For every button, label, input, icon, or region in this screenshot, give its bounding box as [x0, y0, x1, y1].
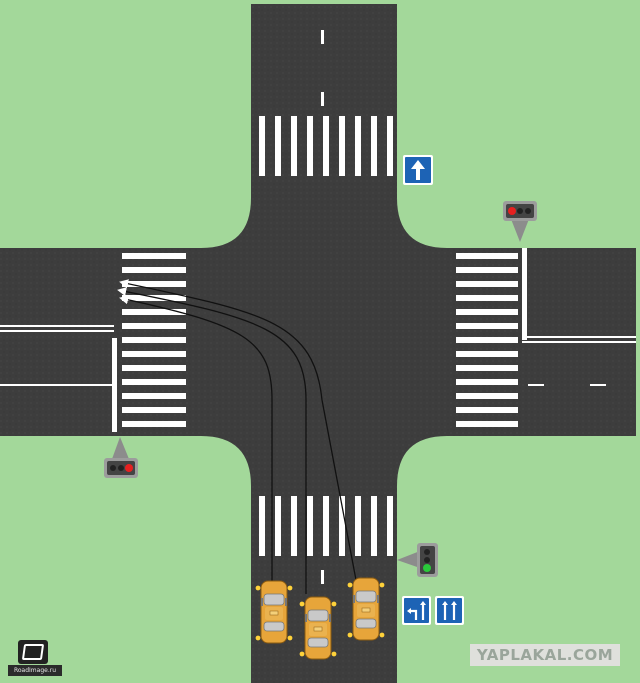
- path-middle: [117, 287, 307, 594]
- lane-left-straight-sign: [402, 596, 431, 625]
- taxi-left: [255, 580, 293, 644]
- arrow-up-icon: [411, 160, 425, 180]
- logo-text: RoadImage.ru: [8, 665, 62, 676]
- crosswalk-east: [456, 253, 518, 427]
- lane-left-straight-icon: [409, 604, 425, 620]
- turn-paths: [117, 279, 357, 594]
- watermark: YAPLAKAL.COM: [470, 644, 620, 666]
- green-light-icon: [423, 564, 431, 572]
- red-light-icon: [508, 207, 516, 215]
- lane-straight-straight-sign: [435, 596, 464, 625]
- east-signal: [503, 201, 537, 242]
- logo-mark-icon: [18, 640, 48, 664]
- crosswalk-north: [259, 116, 393, 176]
- west-signal: [104, 437, 138, 478]
- taxi-right: [347, 577, 385, 641]
- lane-markings: [0, 30, 636, 584]
- path-right: [119, 279, 357, 581]
- red-light-icon: [125, 464, 133, 472]
- roadimage-logo: RoadImage.ru: [8, 640, 62, 678]
- taxi-middle: [299, 596, 337, 660]
- south-signal: [397, 543, 438, 577]
- crosswalk-south: [259, 496, 393, 556]
- straight-only-sign: [403, 155, 433, 185]
- lane-straight-straight-icon: [443, 604, 456, 620]
- crosswalk-west: [122, 253, 186, 427]
- path-left: [119, 295, 273, 582]
